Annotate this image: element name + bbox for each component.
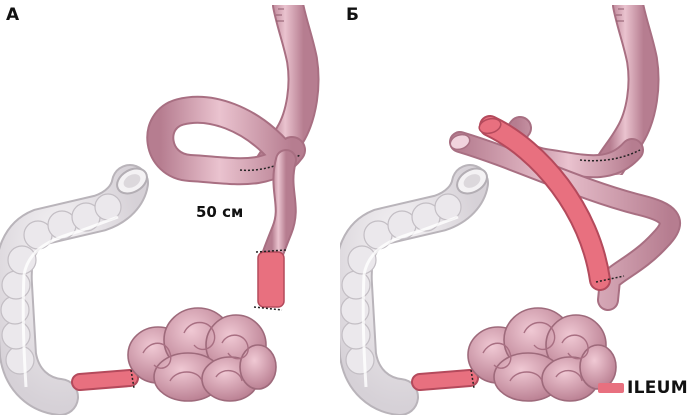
- panel-a-label: А: [6, 5, 19, 25]
- panel-b-label: Б: [346, 5, 359, 25]
- legend-swatch: [598, 383, 624, 393]
- small-bowel-b: [468, 308, 616, 401]
- legend-label: ILEUM: [627, 378, 688, 398]
- panel-b: [341, 5, 670, 401]
- small-bowel-a: [128, 308, 276, 401]
- length-annotation: 50 см: [196, 203, 243, 221]
- panel-a: [1, 5, 304, 401]
- legend: ILEUM: [598, 378, 688, 398]
- ileum-segment-a: [258, 252, 284, 307]
